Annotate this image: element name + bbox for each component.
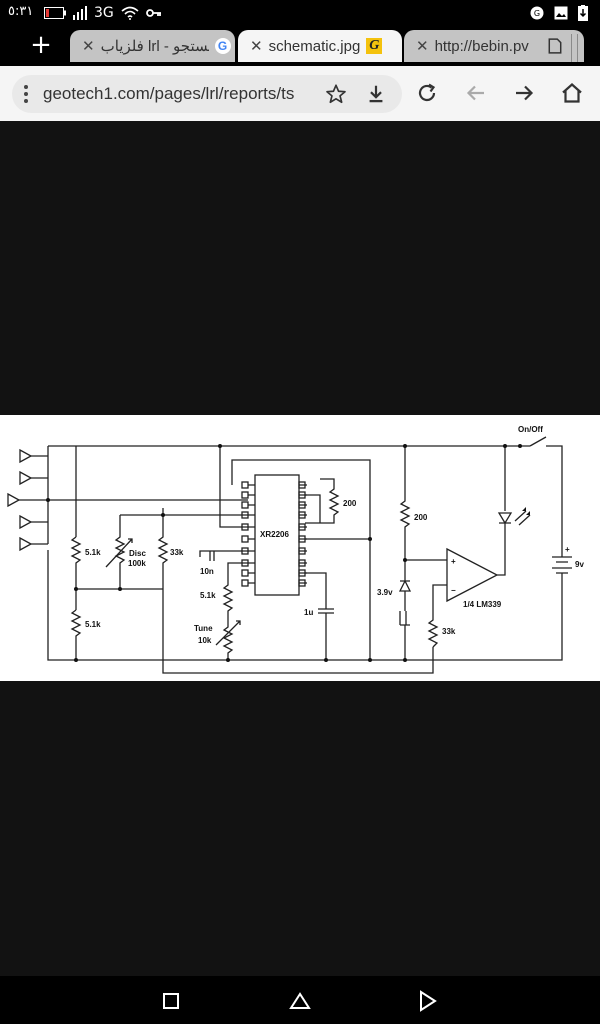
vpn-key-icon: [145, 9, 161, 17]
new-tab-button[interactable]: +: [30, 30, 52, 60]
r2-label: 5.1k: [85, 620, 101, 629]
battery-label: 9v: [575, 560, 584, 569]
recents-square-icon[interactable]: [158, 988, 184, 1014]
status-bar: ٥:٣١ 3G G: [0, 0, 600, 26]
download-notification-icon: [578, 5, 588, 21]
tab-strip: + ✕ فلزیاب lrl - جستجو G ✕ schematic.jpg…: [0, 26, 600, 66]
signal-icon: [73, 6, 87, 20]
zener-label: 3.9v: [377, 588, 393, 597]
r33k-left-label: 33k: [170, 548, 184, 557]
url-text[interactable]: geotech1.com/pages/lrl/reports/ts: [43, 84, 295, 103]
forward-arrow-icon[interactable]: [512, 81, 536, 105]
r33k-right-label: 33k: [442, 627, 456, 636]
network-type: 3G: [94, 5, 114, 21]
tab-title: http://bebin.pv: [434, 37, 529, 55]
tab-search[interactable]: ✕ فلزیاب lrl - جستجو G: [70, 30, 235, 62]
schematic-image: 5.1k 5.1k Disc 100k 33k XR2206 200 10n 5…: [0, 415, 600, 681]
opamp-minus-label: −: [451, 586, 456, 595]
more-menu-icon[interactable]: [18, 83, 34, 105]
disc-value-label: 100k: [128, 559, 146, 568]
svg-text:G: G: [534, 9, 540, 18]
bookmark-star-icon[interactable]: [325, 83, 347, 105]
schematic-diagram: 5.1k 5.1k Disc 100k 33k XR2206 200 10n 5…: [7, 425, 584, 674]
tab-title: فلزیاب lrl - جستجو: [100, 38, 209, 55]
battery-plus-label: +: [565, 545, 570, 554]
back-triangle-icon[interactable]: [415, 988, 441, 1014]
reload-icon[interactable]: [415, 81, 439, 105]
close-tab-icon[interactable]: ✕: [82, 38, 95, 55]
cap1u-label: 1u: [304, 608, 313, 617]
navigation-bar: [0, 976, 600, 1024]
home-nav-icon[interactable]: [287, 988, 313, 1014]
image-notification-icon: [554, 6, 568, 20]
opamp-label: 1/4 LM339: [463, 600, 502, 609]
home-icon[interactable]: [560, 81, 584, 105]
back-arrow-icon[interactable]: [464, 81, 488, 105]
r5k1-tune-label: 5.1k: [200, 591, 216, 600]
tune-label: Tune: [194, 624, 213, 633]
download-icon[interactable]: [365, 83, 387, 105]
google-icon: G: [214, 38, 231, 54]
opamp-plus-label: +: [451, 557, 456, 566]
cap10n-label: 10n: [200, 567, 214, 576]
tab-title: schematic.jpg: [268, 37, 361, 55]
disc-label: Disc: [129, 549, 146, 558]
page-content[interactable]: 5.1k 5.1k Disc 100k 33k XR2206 200 10n 5…: [0, 121, 600, 976]
chip-label: XR2206: [260, 530, 289, 539]
tune-value-label: 10k: [198, 636, 212, 645]
battery-icon: [44, 7, 66, 19]
r200-right-label: 200: [414, 513, 428, 522]
browser-toolbar: geotech1.com/pages/lrl/reports/ts: [0, 66, 600, 121]
switch-label: On/Off: [518, 425, 543, 434]
geotech-icon: G: [366, 38, 383, 54]
close-tab-icon[interactable]: ✕: [416, 38, 429, 55]
status-time: ٥:٣١: [8, 4, 34, 19]
tab-bebin[interactable]: ✕ http://bebin.pv: [404, 30, 584, 62]
tab-schematic[interactable]: ✕ schematic.jpg G: [238, 30, 402, 62]
close-tab-icon[interactable]: ✕: [250, 38, 263, 55]
r1-label: 5.1k: [85, 548, 101, 557]
notification-app-icon: G: [530, 6, 544, 20]
page-icon: [548, 38, 562, 54]
wifi-icon: [121, 6, 139, 20]
omnibox[interactable]: geotech1.com/pages/lrl/reports/ts: [12, 75, 402, 113]
r200-chip-label: 200: [343, 499, 357, 508]
